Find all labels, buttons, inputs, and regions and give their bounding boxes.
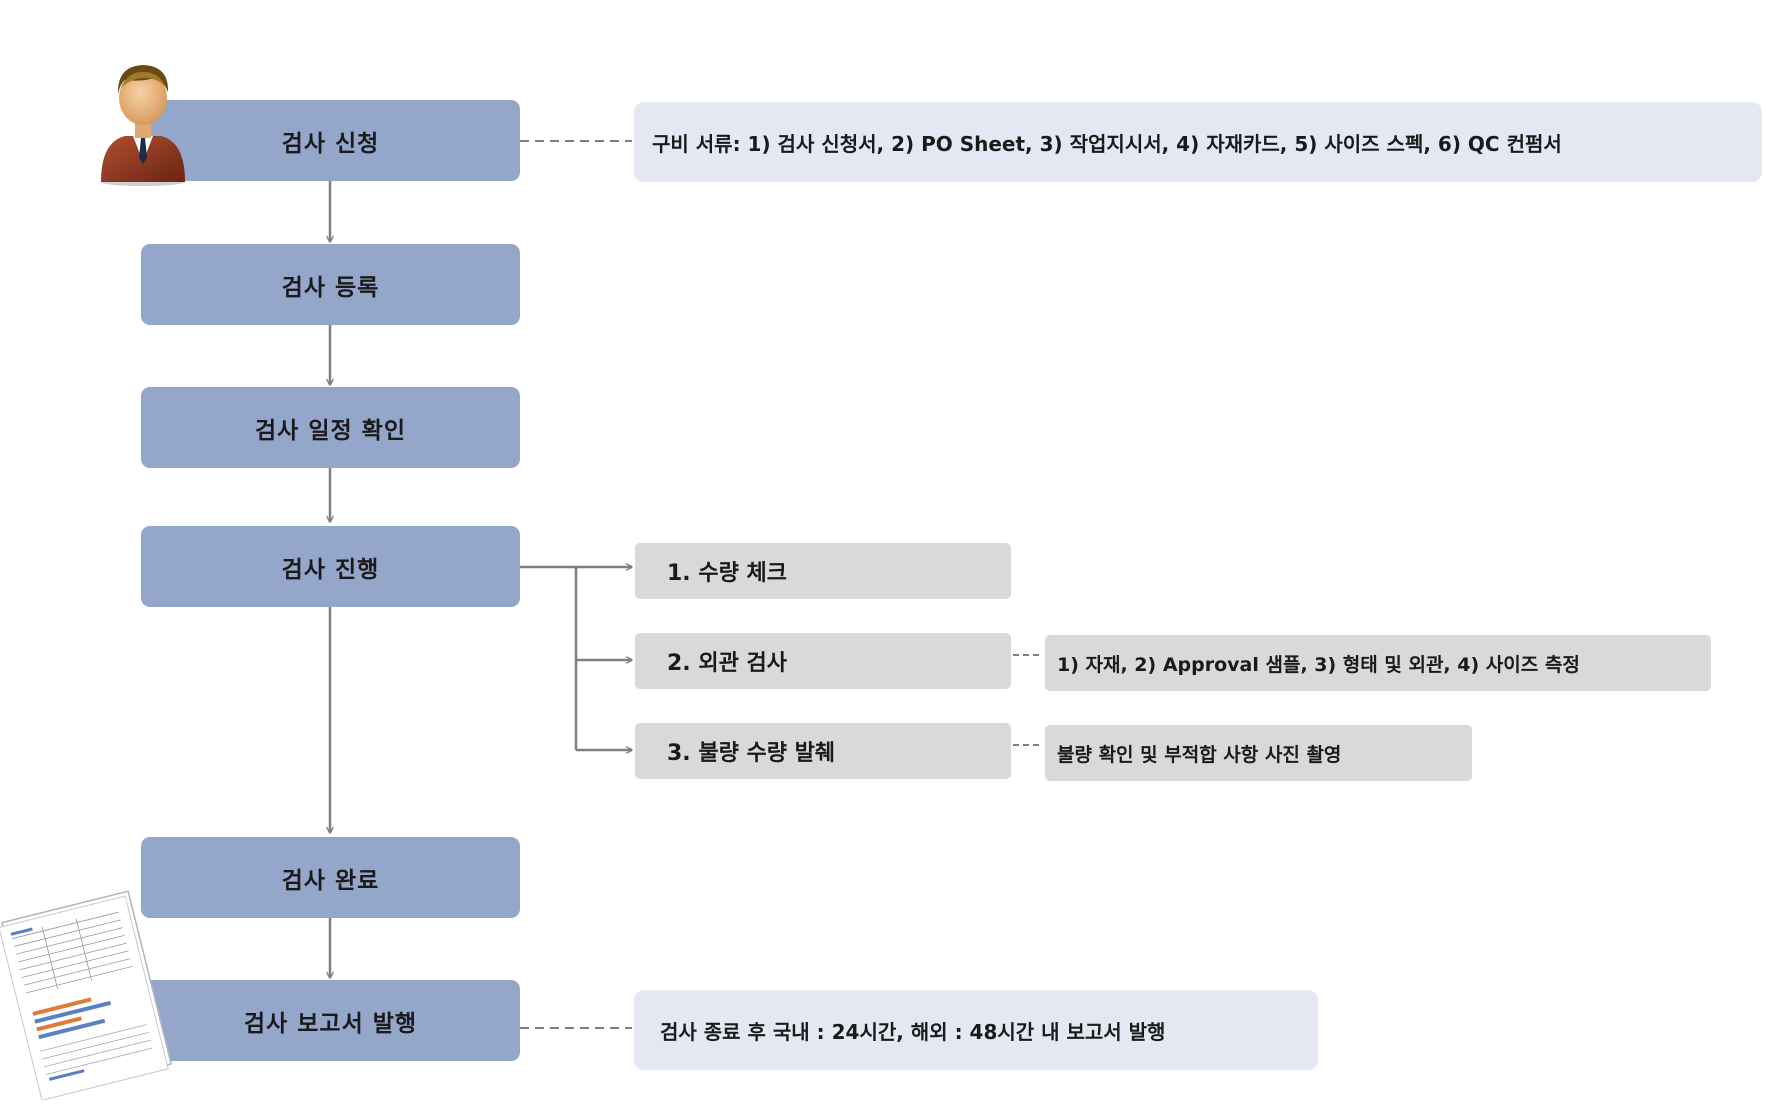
substep-note-text: 불량 확인 및 부적합 사항 사진 촬영 [1057, 743, 1342, 766]
substep-quantity-check: 1. 수량 체크 [635, 543, 1011, 599]
substep-note-defect: 불량 확인 및 부적합 사항 사진 촬영 [1045, 725, 1472, 781]
note-report: 검사 종료 후 국내 : 24시간, 해외 : 48시간 내 보고서 발행 [634, 990, 1318, 1070]
note-report-text: 검사 종료 후 국내 : 24시간, 해외 : 48시간 내 보고서 발행 [660, 1019, 1166, 1044]
step-report: 검사 보고서 발행 [141, 980, 520, 1061]
step-apply: 검사 신청 [141, 100, 520, 181]
document-icon [0, 890, 173, 1100]
step-complete-label: 검사 완료 [281, 867, 380, 894]
substep-label: 1. 수량 체크 [667, 561, 787, 586]
substep-note-text: 1) 자재, 2) Approval 샘플, 3) 형태 및 외관, 4) 사이… [1057, 653, 1580, 676]
step-register: 검사 등록 [141, 244, 520, 325]
person-icon [101, 65, 185, 186]
step-complete: 검사 완료 [141, 837, 520, 918]
step-schedule-label: 검사 일정 확인 [255, 417, 406, 444]
substep-label: 3. 불량 수량 발췌 [667, 741, 836, 766]
step-progress: 검사 진행 [141, 526, 520, 607]
step-apply-label: 검사 신청 [281, 130, 380, 157]
step-report-label: 검사 보고서 발행 [243, 1010, 418, 1037]
step-schedule: 검사 일정 확인 [141, 387, 520, 468]
step-progress-label: 검사 진행 [281, 556, 380, 583]
substep-label: 2. 외관 검사 [667, 651, 787, 676]
note-documents: 구비 서류: 1) 검사 신청서, 2) PO Sheet, 3) 작업지시서,… [634, 102, 1762, 182]
step-register-label: 검사 등록 [281, 274, 380, 301]
substep-visual-inspection: 2. 외관 검사 [635, 633, 1011, 689]
note-documents-text: 구비 서류: 1) 검사 신청서, 2) PO Sheet, 3) 작업지시서,… [652, 131, 1562, 156]
substep-note-visual: 1) 자재, 2) Approval 샘플, 3) 형태 및 외관, 4) 사이… [1045, 635, 1711, 691]
substep-defect-extraction: 3. 불량 수량 발췌 [635, 723, 1011, 779]
